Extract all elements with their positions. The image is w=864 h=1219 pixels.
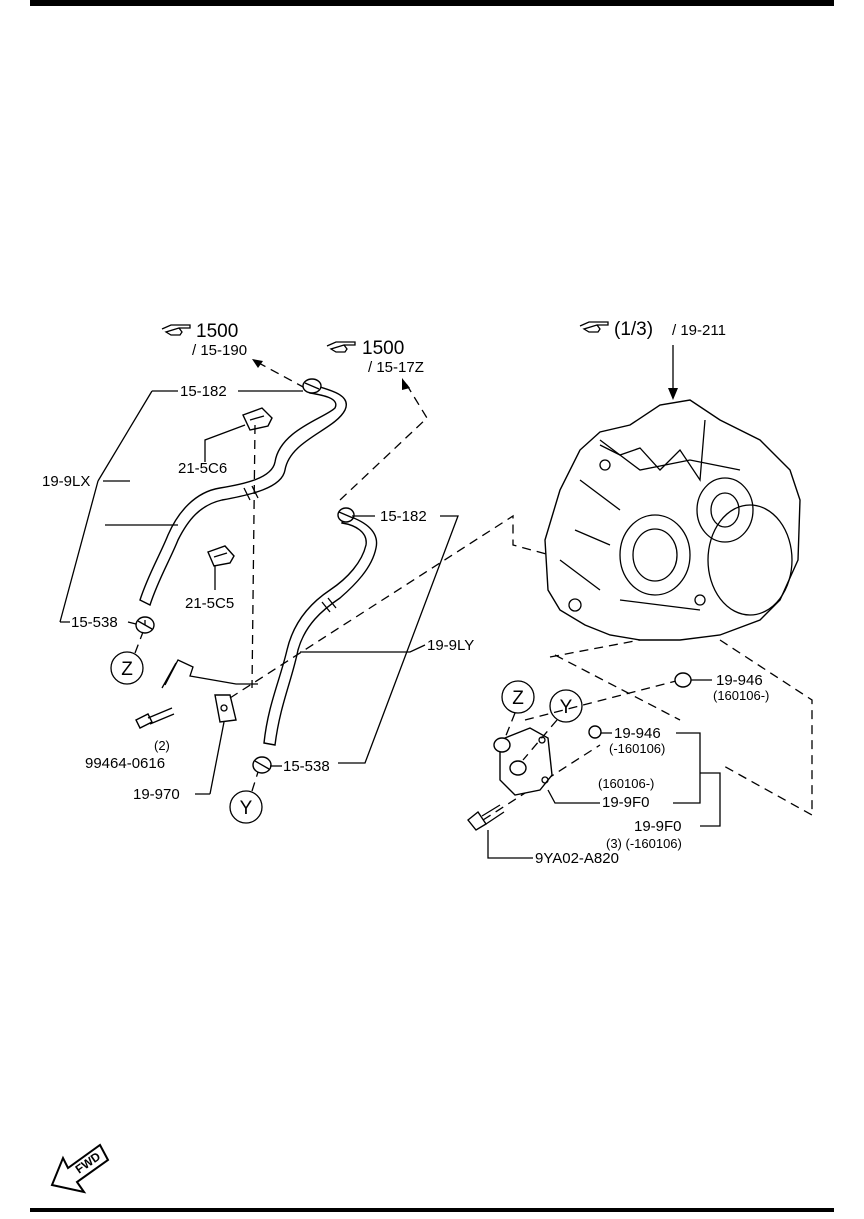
fwd-arrow-icon: FWD: [50, 1143, 110, 1194]
marker-z-right: Z: [501, 680, 535, 739]
svg-text:Y: Y: [240, 798, 253, 819]
top-rule: [30, 0, 834, 6]
ref-1-num: 1500: [196, 321, 238, 342]
pointing-hand-icon: [161, 324, 191, 336]
marker-y-right: Y: [522, 689, 583, 761]
leader-bracket-19-9lx: [59, 390, 178, 623]
label-19-9lx: 19-9LX: [42, 473, 90, 490]
label-19-9ly: 19-9LY: [427, 637, 474, 654]
clamp-15-182-mid[interactable]: [337, 507, 355, 523]
label-19-946-upper: 19-946: [716, 672, 763, 689]
label-19-946-upper-code: (160106-): [713, 688, 769, 703]
ref-2-num: 1500: [362, 338, 404, 359]
dashed-right-frame: [719, 639, 813, 817]
label-19-946-lower: 19-946: [614, 725, 661, 742]
label-19-9f0-b: 19-9F0: [634, 818, 682, 835]
dashed-bolt: [482, 744, 601, 821]
label-15-182-top: 15-182: [180, 383, 227, 400]
hose-19-9ly[interactable]: [263, 514, 378, 746]
hose-19-9lx[interactable]: [139, 384, 348, 606]
svg-text:Z: Z: [121, 659, 133, 680]
leader-19-9ly: [300, 644, 426, 653]
ref-1-pointer: [256, 361, 306, 389]
bracket-21-5c5[interactable]: [207, 545, 235, 567]
dashed-to-case-left: [229, 514, 551, 699]
clamp-15-182-top[interactable]: [302, 378, 322, 394]
transmission-case[interactable]: [544, 399, 801, 641]
dashed-vertical-left: [251, 424, 256, 689]
pipe-19-970[interactable]: [161, 659, 258, 723]
leader-19-9f0: [601, 732, 721, 827]
label-21-5c5: 21-5C5: [185, 595, 234, 612]
dashed-diagonal: [554, 654, 681, 721]
ref-callout-3[interactable]: (1/3) / 19-211: [579, 319, 726, 340]
oil-cooler-19-9f0[interactable]: [493, 727, 553, 796]
label-21-5c6: 21-5C6: [178, 460, 227, 477]
arrowhead: [668, 388, 678, 400]
bracket-21-5c6[interactable]: [242, 407, 273, 431]
clamp-15-538-right[interactable]: [252, 756, 272, 774]
pointing-hand-icon: [326, 341, 356, 353]
arrowhead: [402, 378, 410, 390]
oring-19-946-lower[interactable]: [588, 725, 602, 739]
ref-3-sub: / 19-211: [672, 322, 726, 339]
dashed-to-oring-a: [524, 679, 681, 721]
svg-text:Z: Z: [512, 688, 524, 709]
label-15-538-right: 15-538: [283, 758, 330, 775]
ref-callout-2[interactable]: 1500 / 15-17Z: [326, 338, 424, 376]
leader-15-182-mid: [338, 515, 459, 764]
label-19-9f0-a: 19-9F0: [602, 794, 650, 811]
label-19-9f0-a-code: (160106-): [598, 776, 654, 791]
ref-3-num: (1/3): [614, 319, 653, 340]
label-9ya02-a820: 9YA02-A820: [535, 850, 619, 867]
arrowhead: [252, 359, 263, 368]
marker-y-left: Y: [229, 771, 263, 824]
svg-text:Y: Y: [560, 697, 573, 718]
dashed-case-lower: [549, 639, 641, 658]
label-15-182-mid: 15-182: [380, 508, 427, 525]
oring-19-946-upper[interactable]: [674, 672, 692, 688]
leader-19-9f0-a: [547, 789, 600, 804]
ref-2-pointer: [339, 381, 428, 501]
marker-z-left: Z: [110, 631, 144, 685]
ref-1-sub: / 15-190: [192, 342, 247, 359]
bottom-rule: [30, 1208, 834, 1212]
ref-2-sub: / 15-17Z: [368, 359, 424, 376]
leader-19-970: [195, 721, 225, 795]
leader-15-538-left: [60, 621, 137, 625]
label-19-970: 19-970: [133, 786, 180, 803]
label-99464-0616: 99464-0616: [85, 755, 165, 772]
bolt-99464-0616[interactable]: [135, 707, 175, 729]
leader-21-5c6: [204, 424, 246, 462]
label-bolt-qty-b: (3) (-160106): [606, 836, 682, 851]
label-19-946-lower-code: (-160106): [609, 741, 665, 756]
label-15-538-left: 15-538: [71, 614, 118, 631]
leader-9ya02: [487, 830, 533, 859]
ref-callout-1[interactable]: 1500 / 15-190: [161, 321, 247, 359]
pointing-hand-icon: [579, 321, 609, 333]
bolt-9ya02-a820[interactable]: [467, 804, 505, 831]
label-bolt-qty-a: (2): [154, 738, 170, 753]
